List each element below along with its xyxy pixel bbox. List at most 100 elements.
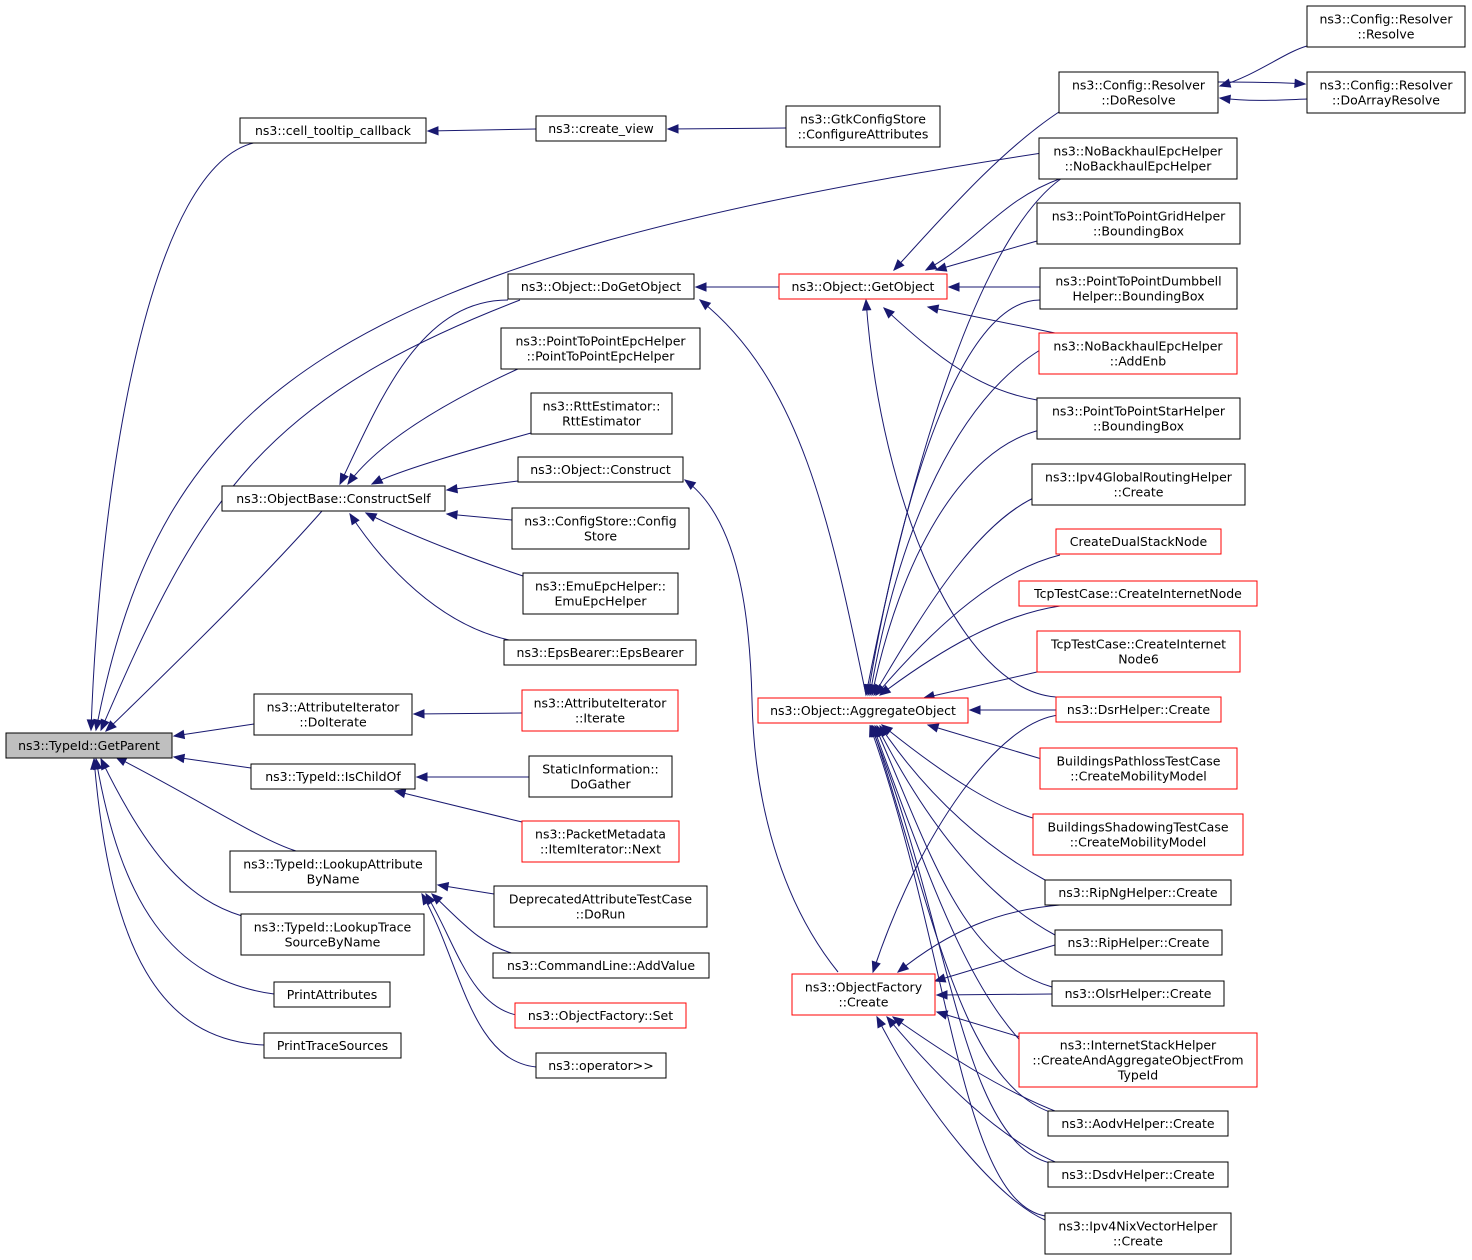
call-edge-factory_create <box>896 904 1061 973</box>
node-nobackhaul-addenb[interactable]: ns3::NoBackhaulEpcHelper::AddEnb <box>1038 332 1238 375</box>
node-box <box>1055 528 1222 555</box>
node-aodv[interactable]: ns3::AodvHelper::Create <box>1047 1110 1229 1137</box>
call-edge-aggregate <box>876 724 1056 936</box>
node-label: ns3::PointToPointEpcHelper <box>515 334 686 349</box>
node-constructself[interactable]: ns3::ObjectBase::ConstructSelf <box>221 485 446 512</box>
node-label: ns3::Config::Resolver <box>1319 12 1453 27</box>
arrowhead <box>862 298 872 311</box>
node-resolver-doresolve[interactable]: ns3::Config::Resolver::DoResolve <box>1058 71 1219 114</box>
arrowhead <box>370 475 384 485</box>
node-box <box>785 105 941 148</box>
node-label: ns3::operator>> <box>548 1058 654 1073</box>
node-box <box>1047 1161 1229 1188</box>
arrowhead <box>1218 94 1232 105</box>
arrowhead <box>415 772 428 782</box>
node-box <box>1306 71 1466 114</box>
node-deprecated[interactable]: DeprecatedAttributeTestCase::DoRun <box>493 885 708 928</box>
call-edge-aggregate <box>875 554 1061 697</box>
node-box <box>1036 397 1241 440</box>
node-p2pepc[interactable]: ns3::PointToPointEpcHelper::PointToPoint… <box>500 327 701 370</box>
node-resolver-doarray[interactable]: ns3::Config::Resolver::DoArrayResolve <box>1306 71 1466 114</box>
node-box <box>1055 696 1222 723</box>
node-printattrs[interactable]: PrintAttributes <box>273 981 391 1008</box>
node-attr-iterate[interactable]: ns3::AttributeIterator::Iterate <box>521 689 679 732</box>
call-edge-aggregate <box>869 724 1046 1217</box>
node-ischildof[interactable]: ns3::TypeId::IsChildOf <box>250 763 416 790</box>
node-olsr[interactable]: ns3::OlsrHelper::Create <box>1051 980 1225 1007</box>
node-label: ns3::create_view <box>548 121 654 136</box>
node-label: ns3::GtkConfigStore <box>800 112 926 127</box>
node-tcp-internet[interactable]: TcpTestCase::CreateInternetNode <box>1018 580 1258 607</box>
arrowhead <box>698 299 712 311</box>
node-resolver-resolve[interactable]: ns3::Config::Resolver::Resolve <box>1306 5 1466 48</box>
call-edge-aggregate <box>873 494 1041 697</box>
node-box <box>507 273 695 300</box>
node-getobject[interactable]: ns3::Object::GetObject <box>778 273 948 300</box>
node-nixvector[interactable]: ns3::Ipv4NixVectorHelper::Create <box>1044 1212 1232 1255</box>
node-pathloss[interactable]: BuildingsPathlossTestCase::CreateMobilit… <box>1039 747 1238 790</box>
node-rtt[interactable]: ns3::RttEstimator::RttEstimator <box>530 392 673 435</box>
node-dsr-create[interactable]: ns3::DsrHelper::Create <box>1055 696 1222 723</box>
node-dogetobject[interactable]: ns3::Object::DoGetObject <box>507 273 695 300</box>
arrowhead <box>364 512 378 522</box>
call-edge-getobject <box>926 304 1056 334</box>
node-ripng[interactable]: ns3::RipNgHelper::Create <box>1044 879 1232 906</box>
node-internetstack[interactable]: ns3::InternetStackHelper::CreateAndAggre… <box>1018 1032 1258 1088</box>
call-edge-construct <box>683 479 839 973</box>
node-label: ::ConfigureAttributes <box>798 127 929 142</box>
node-label: CreateDualStackNode <box>1070 534 1208 549</box>
node-box <box>1036 630 1241 673</box>
node-shadowing[interactable]: BuildingsShadowingTestCase::CreateMobili… <box>1032 813 1244 856</box>
node-label: SourceByName <box>285 935 381 950</box>
arrowhead <box>445 510 458 520</box>
node-label: TcpTestCase::CreateInternetNode <box>1033 586 1242 601</box>
node-emuepc[interactable]: ns3::EmuEpcHelper::EmuEpcHelper <box>522 572 679 615</box>
node-addvalue[interactable]: ns3::CommandLine::AddValue <box>492 952 710 979</box>
node-operator[interactable]: ns3::operator>> <box>535 1052 667 1079</box>
node-nobackhaul-ctor[interactable]: ns3::NoBackhaulEpcHelper::NoBackhaulEpcH… <box>1038 137 1238 180</box>
node-packetmeta[interactable]: ns3::PacketMetadata::ItemIterator::Next <box>521 820 680 863</box>
node-factory-set[interactable]: ns3::ObjectFactory::Set <box>514 1002 687 1029</box>
node-box <box>253 693 413 736</box>
call-edge-getobject <box>862 298 1057 698</box>
node-label: ::ItemIterator::Next <box>540 842 661 857</box>
node-create-view[interactable]: ns3::create_view <box>535 115 667 142</box>
call-edge-dogetobject <box>694 282 779 292</box>
node-configstore[interactable]: ns3::ConfigStore::ConfigStore <box>511 507 690 550</box>
node-rip[interactable]: ns3::RipHelper::Create <box>1054 929 1223 956</box>
node-attr-doiterate[interactable]: ns3::AttributeIterator::DoIterate <box>253 693 413 736</box>
node-cell-tooltip[interactable]: ns3::cell_tooltip_callback <box>239 117 427 144</box>
node-ipv4global-create[interactable]: ns3::Ipv4GlobalRoutingHelper::Create <box>1031 463 1246 506</box>
node-label: ns3::TypeId::GetParent <box>18 738 160 753</box>
node-dualstack[interactable]: CreateDualStackNode <box>1055 528 1222 555</box>
call-edge-aggregate <box>874 724 1053 988</box>
node-gtk-config[interactable]: ns3::GtkConfigStore::ConfigureAttributes <box>785 105 941 148</box>
node-printtrace[interactable]: PrintTraceSources <box>263 1032 402 1059</box>
node-box <box>1031 463 1246 506</box>
arrowhead <box>935 990 948 1000</box>
arrowhead <box>431 893 443 905</box>
arrowhead <box>926 723 940 733</box>
arrowhead <box>426 126 439 136</box>
node-label: ns3::Object::DoGetObject <box>521 279 681 294</box>
call-graph-edges <box>86 45 1308 1221</box>
node-star-bbox[interactable]: ns3::PointToPointStarHelper::BoundingBox <box>1036 397 1241 440</box>
call-graph-nodes: ns3::TypeId::GetParent ns3::cell_tooltip_… <box>5 5 1466 1255</box>
node-box <box>535 115 667 142</box>
node-aggregate[interactable]: ns3::Object::AggregateObject <box>757 697 969 724</box>
node-factory-create[interactable]: ns3::ObjectFactory::Create <box>791 973 936 1016</box>
node-dsdv[interactable]: ns3::DsdvHelper::Create <box>1047 1161 1229 1188</box>
node-label: Node6 <box>1118 652 1159 667</box>
node-dumbbell-bbox[interactable]: ns3::PointToPointDumbbellHelper::Boundin… <box>1039 267 1238 310</box>
node-label: ns3::AttributeIterator <box>534 696 668 711</box>
node-label: ::Iterate <box>575 711 625 726</box>
node-label: ::PointToPointEpcHelper <box>527 349 676 364</box>
arrowhead <box>90 757 100 770</box>
node-staticinfo[interactable]: StaticInformation::DoGather <box>528 755 673 798</box>
node-construct[interactable]: ns3::Object::Construct <box>517 456 684 483</box>
node-grid-bbox[interactable]: ns3::PointToPointGridHelper::BoundingBox <box>1036 202 1241 245</box>
node-epsbearer[interactable]: ns3::EpsBearer::EpsBearer <box>503 639 697 666</box>
